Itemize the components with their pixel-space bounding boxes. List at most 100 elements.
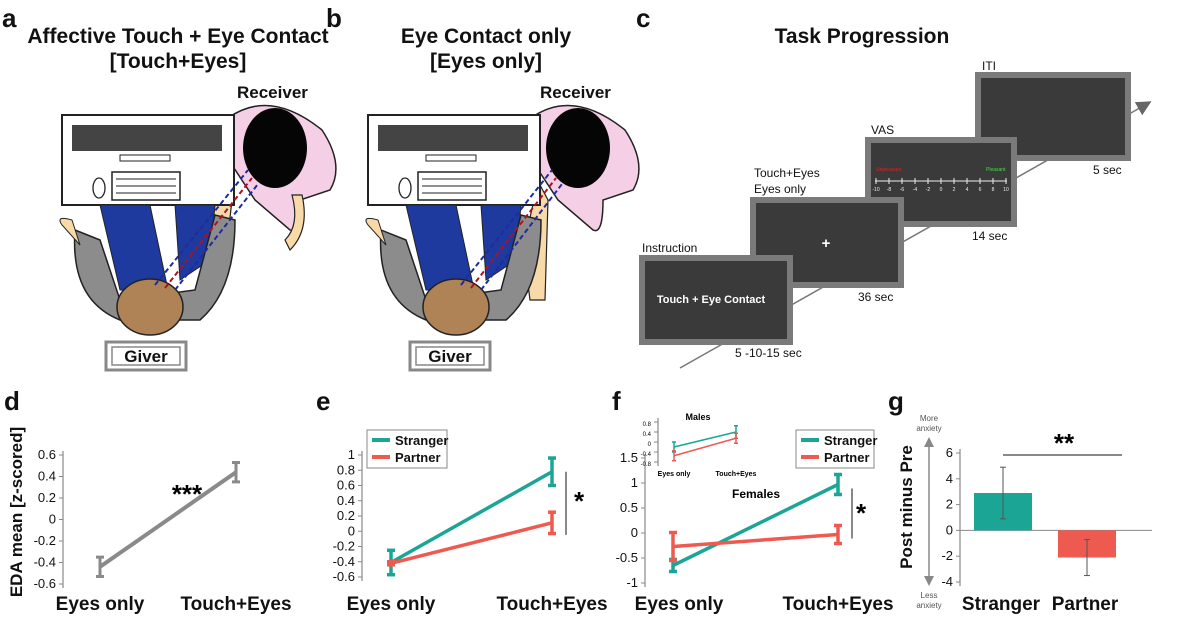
vas-tick-label: -8	[887, 187, 892, 193]
series-line	[98, 470, 238, 569]
legend-box	[366, 429, 448, 469]
setup-illustration-b	[365, 104, 640, 372]
legend-label: Partner	[395, 450, 441, 465]
y-tick-label: -0.4	[641, 452, 652, 458]
y-tick-label: -0.4	[34, 555, 56, 570]
series-line	[672, 482, 839, 568]
y-tick-label: 0.4	[337, 493, 355, 508]
anxiety-arrow-down	[924, 576, 934, 586]
y-tick-label: 4	[946, 471, 953, 486]
vas-tick-label: -4	[913, 187, 918, 193]
y-tick-label: -0.2	[333, 539, 355, 554]
vas-unpleasant: Unpleasant	[876, 167, 902, 173]
x-category-label: Eyes only	[347, 594, 436, 615]
vas-tick-label: 0	[940, 187, 943, 193]
vas-pleasant: Pleasant	[986, 167, 1006, 173]
y-tick-label: 0.6	[337, 478, 355, 493]
x-category-label: Eyes only	[658, 471, 691, 478]
y-tick-label: 6	[946, 445, 953, 460]
panel-a-receiver: Receiver	[237, 83, 308, 102]
less-anxiety-2: anxiety	[916, 601, 941, 610]
y-tick-label: -0.8	[641, 462, 652, 468]
x-category-label: Stranger	[962, 594, 1041, 615]
chart-g: g Post minus Pre More anxiety Less anxie…	[888, 386, 1152, 615]
panel-b-receiver: Receiver	[540, 83, 611, 102]
stim-time: 36 sec	[858, 290, 893, 304]
more-anxiety-2: anxiety	[916, 424, 941, 433]
y-tick-label: 0.4	[643, 432, 652, 438]
y-tick-label: 0.2	[38, 490, 56, 505]
panel-c-letter: c	[636, 3, 650, 33]
more-anxiety-1: More	[920, 414, 939, 423]
x-category-label: Eyes only	[635, 594, 724, 615]
chart-g-significance: **	[1054, 428, 1075, 458]
y-tick-label: -0.2	[34, 533, 56, 548]
y-tick-label: 0.2	[337, 508, 355, 523]
y-tick-label: 0	[348, 523, 355, 538]
panel-f-letter: f	[612, 386, 621, 416]
y-tick-label: 0.5	[620, 500, 638, 515]
x-category-label: Eyes only	[56, 594, 145, 615]
series-line	[390, 470, 553, 565]
y-tick-label: 1.5	[620, 450, 638, 465]
vas-tick-label: 2	[953, 187, 956, 193]
stim-label-1: Touch+Eyes	[754, 166, 820, 180]
panel-e-letter: e	[316, 386, 330, 416]
x-category-label: Touch+Eyes	[782, 594, 893, 615]
less-anxiety-1: Less	[921, 591, 938, 600]
y-tick-label: -0.4	[333, 554, 355, 569]
panel-a: a Affective Touch + Eye Contact [Touch+E…	[2, 3, 337, 372]
y-tick-label: -1	[626, 575, 638, 590]
series-line	[390, 521, 553, 565]
vas-tick-label: -2	[926, 187, 931, 193]
setup-illustration-a	[59, 104, 337, 372]
y-tick-label: -0.6	[34, 576, 56, 591]
chart-g-ylabel: Post minus Pre	[897, 445, 916, 569]
panel-b-title-1: Eye Contact only	[401, 25, 572, 48]
x-category-label: Touch+Eyes	[180, 594, 291, 615]
series-line	[672, 532, 839, 549]
y-tick-label: 0	[946, 522, 953, 537]
legend-label: Partner	[824, 450, 870, 465]
chart-f-inset-title: Males	[685, 412, 710, 422]
y-tick-label: 0.6	[38, 447, 56, 462]
series-line	[673, 437, 737, 457]
y-tick-label: 0	[631, 525, 638, 540]
iti-time: 5 sec	[1093, 163, 1122, 177]
panel-a-title-1: Affective Touch + Eye Contact	[27, 25, 328, 48]
vas-time: 14 sec	[972, 229, 1007, 243]
y-tick-label: 0	[49, 512, 56, 527]
y-tick-label: 2	[946, 497, 953, 512]
panel-a-letter: a	[2, 3, 17, 33]
x-category-label: Touch+Eyes	[496, 594, 607, 615]
stim-label-2: Eyes only	[754, 182, 806, 196]
fixation-cross: +	[822, 235, 831, 252]
vas-label: VAS	[871, 123, 894, 137]
y-tick-label: 0.4	[38, 469, 56, 484]
panel-g-letter: g	[888, 386, 904, 416]
panel-d-letter: d	[4, 386, 20, 416]
panel-a-title-2: [Touch+Eyes]	[110, 50, 247, 73]
iti-label: ITI	[982, 59, 996, 73]
x-category-label: Touch+Eyes	[716, 471, 757, 478]
vas-tick-label: 8	[992, 187, 995, 193]
vas-tick-label: 10	[1003, 187, 1009, 193]
panel-c: c Task Progression ITI 5 sec -10-8-6-4-2…	[636, 3, 1152, 369]
instruction-time: 5 -10-15 sec	[735, 346, 802, 360]
panel-b-letter: b	[326, 3, 342, 33]
y-tick-label: 0	[648, 442, 652, 448]
chart-e-significance: *	[574, 486, 585, 516]
panel-a-giver: Giver	[124, 347, 168, 366]
chart-f-significance: *	[856, 498, 867, 528]
x-category-label: Partner	[1052, 594, 1119, 615]
vas-tick-label: 4	[966, 187, 969, 193]
vas-tick-label: -10	[872, 187, 879, 193]
legend-label: Stranger	[395, 433, 448, 448]
y-tick-label: 1	[348, 447, 355, 462]
legend-label: Stranger	[824, 433, 877, 448]
y-tick-label: -0.6	[333, 569, 355, 584]
